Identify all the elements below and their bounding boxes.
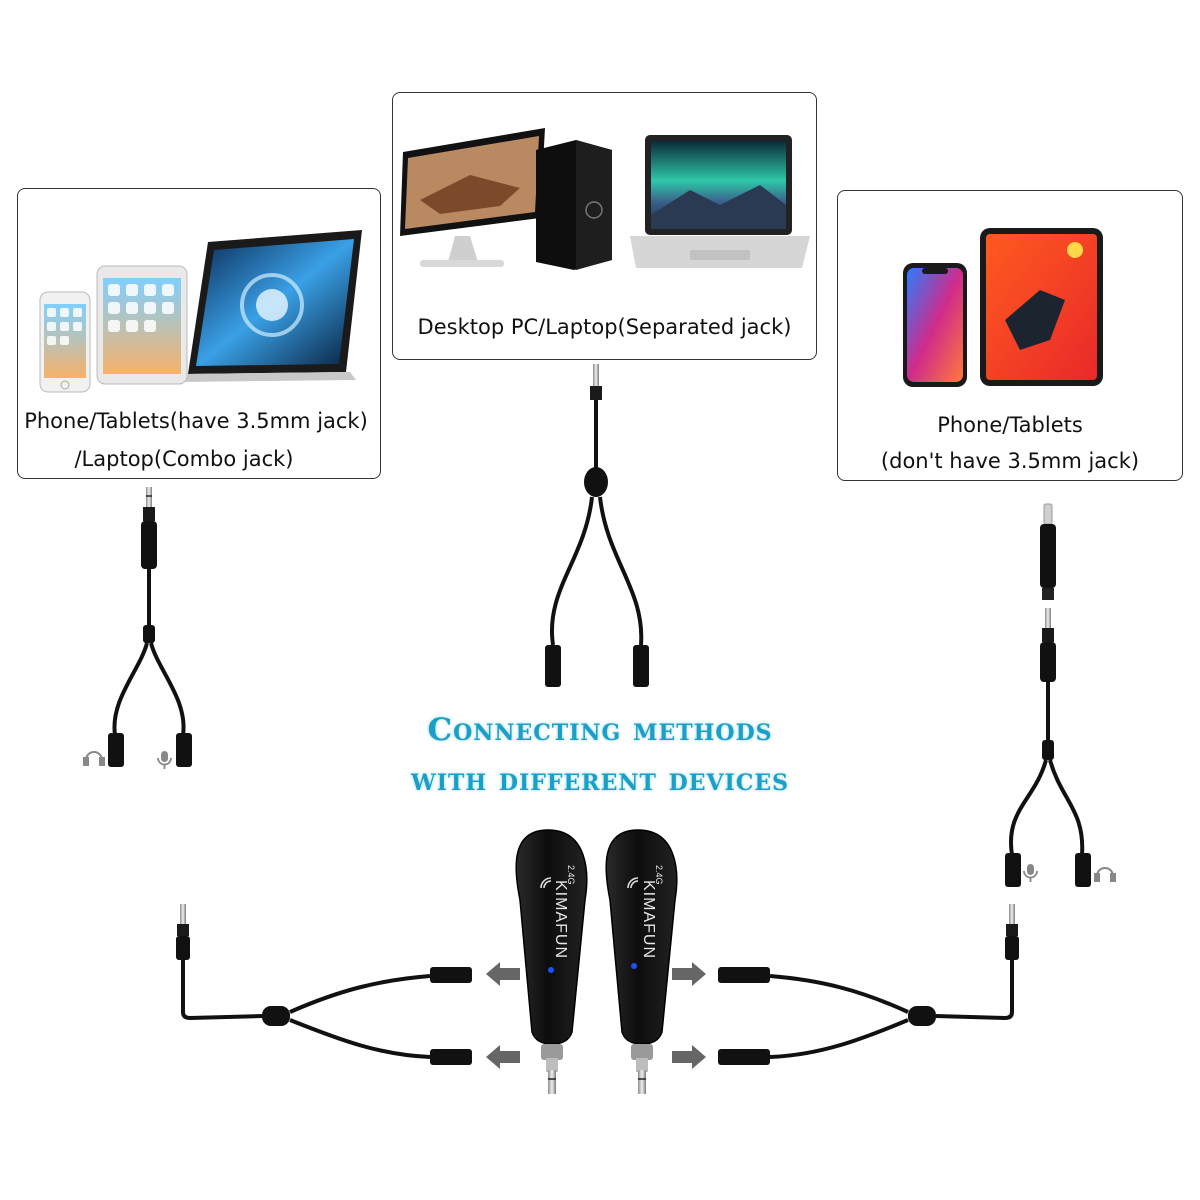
headphone-icon	[83, 751, 105, 766]
tablet-image	[96, 265, 188, 385]
iphone-image	[903, 263, 967, 387]
arrow-right-bottom-icon	[672, 1045, 706, 1069]
pc-tower-image	[536, 140, 612, 270]
wireless-transmitter: KIMAFUN 2.4G	[515, 829, 588, 1094]
monitor-image	[400, 128, 545, 267]
ipad-image	[980, 228, 1103, 386]
band-label-left: 2.4G	[566, 865, 576, 885]
phone-image	[39, 291, 91, 393]
laptop-image	[176, 230, 362, 382]
headline-line2: with different devices	[410, 762, 790, 798]
arrow-left-bottom-icon	[486, 1045, 520, 1069]
bottom-left-splitter-cable	[176, 904, 472, 1065]
left-panel-devices	[39, 230, 362, 393]
wireless-receiver: KIMAFUN 2.4G	[605, 829, 678, 1094]
microphone-icon-right	[1023, 864, 1038, 882]
right-lightning-adapter-cable	[1005, 503, 1091, 887]
center-panel-caption: Desktop PC/Laptop(Separated jack)	[417, 315, 792, 339]
laptop-aurora-image	[630, 135, 810, 268]
brand-label-left: KIMAFUN	[552, 880, 569, 959]
left-panel-caption-line2: /Laptop(Combo jack)	[74, 447, 294, 471]
left-y-splitter-cable	[108, 487, 192, 767]
right-panel-devices	[903, 228, 1103, 387]
center-panel-devices	[400, 128, 810, 270]
bottom-right-splitter-cable	[718, 904, 1019, 1065]
headline-line1: Connecting methods	[427, 712, 773, 748]
center-y-splitter-cable	[545, 364, 649, 687]
headphone-icon-right	[1094, 867, 1116, 882]
left-panel-caption-line1: Phone/Tablets(have 3.5mm jack)	[24, 409, 368, 433]
brand-label-right: KIMAFUN	[640, 880, 657, 959]
arrow-right-top-icon	[672, 962, 706, 986]
microphone-icon	[157, 751, 172, 769]
arrow-left-top-icon	[486, 962, 520, 986]
right-panel-caption-line2: (don't have 3.5mm jack)	[880, 449, 1140, 473]
band-label-right: 2.4G	[654, 865, 664, 885]
right-panel-caption-line1: Phone/Tablets	[937, 413, 1083, 437]
